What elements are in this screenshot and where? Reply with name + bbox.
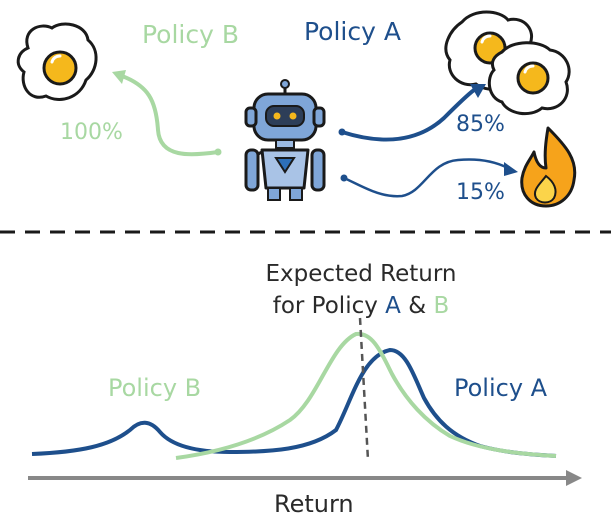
policy-b-top-label: Policy B [142,20,240,49]
expected-return-line [358,317,370,461]
expected-return-line2: for Policy A & B [236,290,486,322]
policy-b-probability: 100% [60,120,123,145]
policy-a-failure-probability: 15% [456,180,505,205]
robot-icon [244,79,326,201]
policy-a-distribution-label: Policy A [454,374,548,402]
fire-icon [520,126,577,208]
return-axis [28,470,582,486]
expected-return-line1: Expected Return [265,261,457,287]
expected-return-amp: & [400,293,434,319]
policy-b-arrow [112,70,222,157]
expected-return-label: Expected Return for Policy A & B [236,258,486,322]
policy-a-top-label: Policy A [304,17,401,46]
fried-egg-icon [16,22,98,101]
policy-a-distribution [31,347,557,458]
policy-b-distribution-label: Policy B [108,374,202,402]
expected-return-policy-b: B [433,293,450,319]
x-axis-label: Return [274,490,354,518]
policy-b-distribution [175,331,557,460]
policy-a-failure-arrow [340,158,518,198]
two-fried-eggs-icon [444,10,571,116]
expected-return-prefix: for Policy [272,293,386,319]
expected-return-policy-a: A [385,293,401,319]
policy-a-success-probability: 85% [456,112,505,137]
policy-a-success-arrow [338,84,486,142]
